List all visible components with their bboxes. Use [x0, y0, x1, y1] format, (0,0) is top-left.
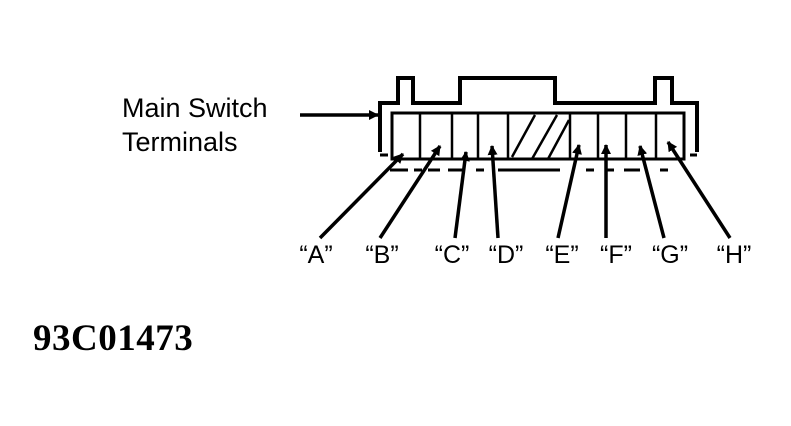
terminal-label-g: “G”	[651, 241, 689, 269]
blank-cavity-hatch	[510, 114, 571, 160]
callout-label-line2: Terminals	[122, 127, 238, 157]
arrow-terminal-a	[318, 152, 405, 240]
arrow-terminal-b	[378, 145, 442, 239]
terminal-label-a: “A”	[299, 241, 333, 269]
arrow-terminal-d	[487, 145, 500, 239]
callout-label-line1: Main Switch	[122, 93, 268, 123]
terminal-label-f: “F”	[600, 241, 632, 269]
arrow-terminal-e	[556, 144, 582, 239]
terminal-dividers	[418, 113, 658, 159]
terminal-pointer-arrows	[318, 141, 732, 240]
terminal-label-b: “B”	[365, 241, 399, 269]
terminal-label-e: “E”	[545, 241, 579, 269]
terminal-label-d: “D”	[488, 241, 524, 269]
terminal-label-c: “C”	[434, 241, 470, 269]
terminal-block	[390, 111, 686, 161]
arrow-terminal-c	[453, 151, 470, 239]
terminal-label-h: “H”	[716, 241, 752, 269]
figure-id: 93C01473	[33, 318, 194, 359]
connector-housing-outline	[378, 76, 699, 152]
arrow-terminal-g	[637, 145, 666, 239]
connector-lower-edge	[380, 153, 697, 172]
arrow-terminal-h	[666, 141, 732, 239]
